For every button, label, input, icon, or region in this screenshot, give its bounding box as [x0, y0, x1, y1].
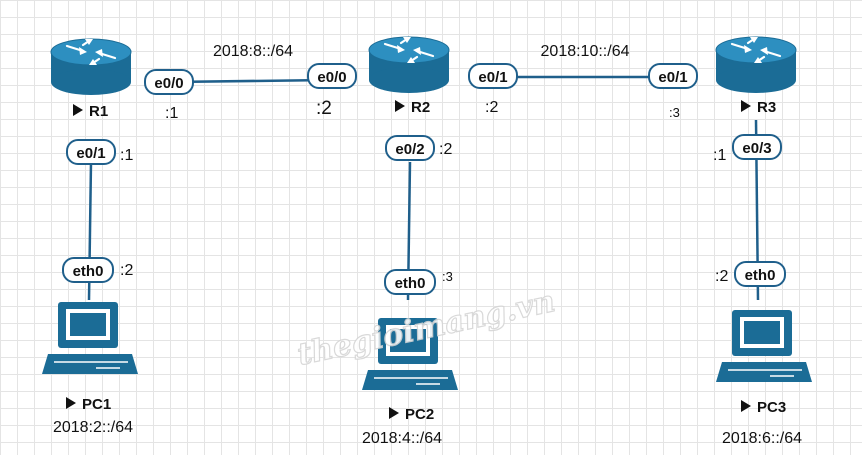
svg-text:R3: R3	[757, 99, 776, 116]
port-pc3-eth0[interactable]: eth0	[734, 261, 786, 287]
port-r1-e0-0[interactable]: e0/0	[144, 69, 194, 95]
link-r1-r2	[169, 78, 331, 84]
network-label-pc3: 2018:6::/64	[722, 430, 802, 447]
port-r2-e0-0[interactable]: e0/0	[307, 63, 357, 89]
svg-text:eth0: eth0	[745, 267, 776, 284]
network-label-pc1: 2018:2::/64	[53, 419, 133, 436]
router-icon[interactable]	[49, 37, 133, 97]
svg-text:e0/0: e0/0	[154, 75, 183, 92]
port-r2-e0-2[interactable]: e0/2	[385, 135, 435, 161]
port-r2-e0-1[interactable]: e0/1	[468, 63, 518, 89]
pc-icon[interactable]	[41, 301, 139, 375]
port-r3-e0-1[interactable]: e0/1	[648, 63, 698, 89]
network-label-r2-r3: 2018:10::/64	[541, 43, 630, 60]
device-label-r1: R1	[73, 103, 108, 120]
host-id-r2-e0-1: :2	[485, 99, 498, 116]
port-r1-e0-1[interactable]: e0/1	[66, 139, 116, 165]
svg-text:e0/2: e0/2	[395, 141, 424, 158]
pc-icon[interactable]	[715, 309, 813, 383]
port-r3-e0-3[interactable]: e0/3	[732, 134, 782, 160]
host-id-r1-e0-1: :1	[120, 147, 133, 164]
svg-text:PC2: PC2	[405, 406, 434, 423]
svg-text:PC3: PC3	[757, 399, 786, 416]
svg-text:e0/0: e0/0	[317, 69, 346, 86]
svg-text:PC1: PC1	[82, 396, 111, 413]
svg-text:e0/3: e0/3	[742, 140, 771, 157]
host-id-r3-e0-3: :1	[713, 147, 726, 164]
device-label-pc2: PC2	[389, 406, 434, 423]
host-id-pc1-eth0: :2	[120, 262, 133, 279]
device-label-r3: R3	[741, 99, 776, 116]
host-id-r2-e0-0: :2	[316, 98, 332, 119]
host-id-pc2-eth0: :3	[442, 269, 453, 284]
host-id-pc3-eth0: :2	[715, 268, 728, 285]
host-id-r1-e0-0: :1	[165, 105, 178, 122]
port-pc2-eth0[interactable]: eth0	[384, 269, 436, 295]
router-icon[interactable]	[714, 35, 798, 95]
svg-text:e0/1: e0/1	[658, 69, 687, 86]
svg-text:e0/1: e0/1	[478, 69, 507, 86]
host-id-r3-e0-1: :3	[669, 105, 680, 120]
network-label-pc2: 2018:4::/64	[362, 430, 442, 447]
device-label-pc1: PC1	[66, 396, 111, 413]
network-label-r1-r2: 2018:8::/64	[213, 43, 293, 60]
svg-text:e0/1: e0/1	[76, 145, 105, 162]
host-id-r2-e0-2: :2	[439, 141, 452, 158]
device-label-r2: R2	[395, 99, 430, 116]
device-label-pc3: PC3	[741, 399, 786, 416]
svg-text:R2: R2	[411, 99, 430, 116]
svg-text:R1: R1	[89, 103, 108, 120]
svg-text:eth0: eth0	[395, 275, 426, 292]
port-pc1-eth0[interactable]: eth0	[62, 257, 114, 283]
router-icon[interactable]	[367, 35, 451, 95]
svg-text:eth0: eth0	[73, 263, 104, 280]
